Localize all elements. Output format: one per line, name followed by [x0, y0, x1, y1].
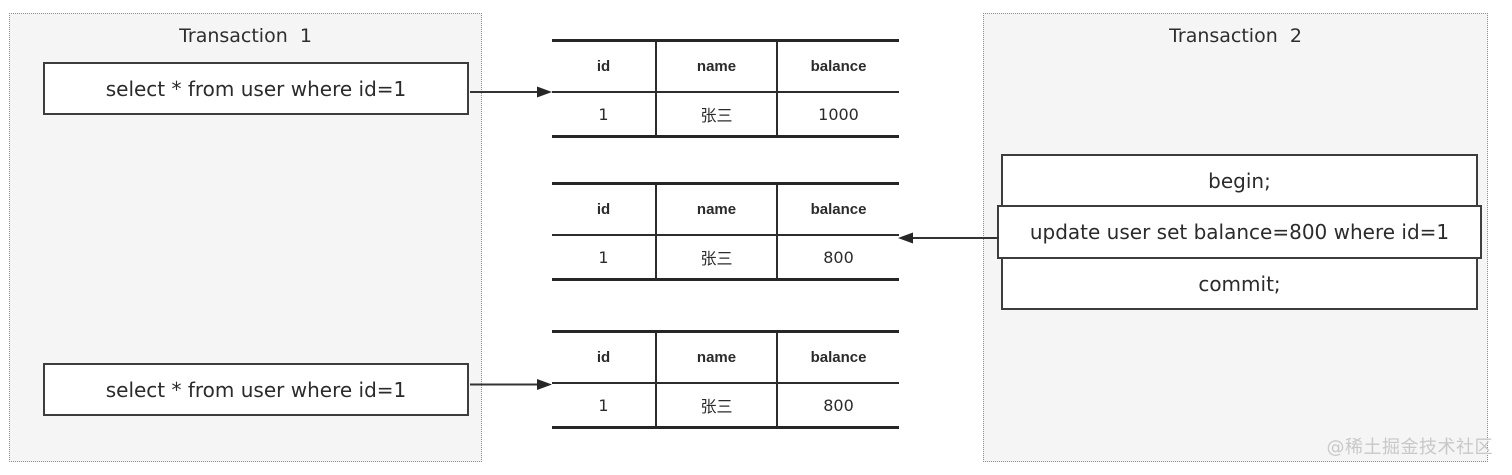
update-statement-box: update user set balance=800 where id=1 — [997, 205, 1482, 259]
select-query-box-2: select * from user where id=1 — [43, 363, 469, 416]
col-header-name: name — [657, 185, 778, 234]
transaction1-panel: Transaction 1 select * from user where i… — [9, 13, 482, 462]
col-header-id: id — [552, 42, 657, 91]
table-row: 1 张三 800 — [552, 384, 899, 426]
cell-id: 1 — [552, 236, 657, 278]
col-header-balance: balance — [810, 349, 867, 366]
begin-statement-box: begin; — [1001, 154, 1478, 207]
table-row: 1 张三 1000 — [552, 93, 899, 135]
table-header-row: id name balance — [552, 333, 899, 384]
transaction2-title: Transaction 2 — [1169, 25, 1302, 47]
select-query-text-1: select * from user where id=1 — [105, 76, 407, 101]
transaction1-title: Transaction 1 — [179, 25, 312, 47]
cell-name: 张三 — [657, 236, 778, 278]
cell-balance: 1000 — [818, 104, 859, 124]
cell-id: 1 — [552, 93, 657, 135]
table-row: 1 张三 800 — [552, 236, 899, 278]
update-statement-text: update user set balance=800 where id=1 — [1029, 220, 1450, 244]
select-query-box-1: select * from user where id=1 — [43, 62, 469, 115]
transaction2-statement-stack: begin; update user set balance=800 where… — [997, 154, 1482, 310]
result-table-2: id name balance 1 张三 800 — [552, 182, 899, 281]
watermark: @稀土掘金技术社区 — [1326, 437, 1493, 458]
cell-name: 张三 — [657, 384, 778, 426]
cell-balance: 800 — [823, 247, 854, 267]
result-table-3: id name balance 1 张三 800 — [552, 330, 899, 429]
cell-balance: 800 — [823, 395, 854, 415]
arrow-select1-to-table1 — [470, 86, 552, 98]
col-header-id: id — [552, 333, 657, 382]
transaction2-panel: Transaction 2 begin; update user set bal… — [983, 13, 1488, 462]
cell-name: 张三 — [657, 93, 778, 135]
select-query-text-2: select * from user where id=1 — [105, 377, 407, 402]
table-header-row: id name balance — [552, 42, 899, 93]
col-header-balance: balance — [810, 58, 867, 75]
arrow-select2-to-table3 — [470, 379, 552, 390]
cell-id: 1 — [552, 384, 657, 426]
begin-statement-text: begin; — [1208, 168, 1271, 193]
col-header-balance: balance — [810, 201, 867, 218]
commit-statement-box: commit; — [1001, 257, 1478, 310]
commit-statement-text: commit; — [1198, 271, 1281, 296]
col-header-name: name — [657, 42, 778, 91]
table-header-row: id name balance — [552, 185, 899, 236]
col-header-id: id — [552, 185, 657, 234]
result-table-1: id name balance 1 张三 1000 — [552, 39, 899, 138]
col-header-name: name — [657, 333, 778, 382]
